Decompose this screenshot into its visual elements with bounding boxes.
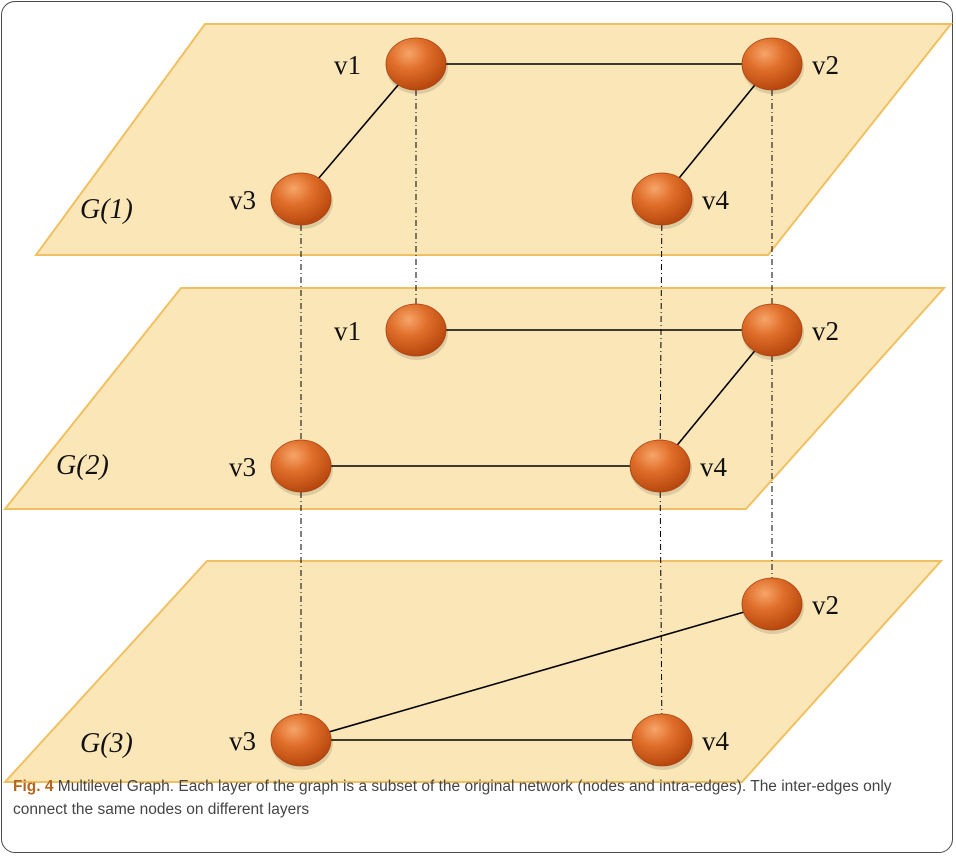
caption-figure-label: Fig. 4 (13, 778, 54, 795)
layer-1-label: G(1) (80, 194, 133, 225)
layer-2-plane (2, 287, 947, 510)
layer-3-node-v2 (741, 577, 803, 631)
layer-3-edge-v3-v2 (300, 603, 773, 741)
layer-1-plane (34, 23, 954, 256)
layer-1-node-v2 (741, 37, 803, 91)
layer-2-node-v1-label: v1 (334, 316, 361, 346)
layer-2-node-v4-label: v4 (700, 452, 728, 482)
layer-1-node-v2-label: v2 (812, 50, 839, 80)
nodes-group (270, 37, 804, 770)
layer-1-node-v3-label: v3 (229, 185, 256, 215)
layers-group (2, 23, 954, 783)
inter-edge-v4-layer-1-layer-2 (659, 198, 663, 467)
layer-2-node-v3 (270, 439, 332, 493)
figure-caption: Fig. 4 Multilevel Graph. Each layer of t… (13, 775, 943, 821)
layer-2-node-v4 (629, 439, 691, 493)
layer-2-node-v2-label: v2 (812, 316, 839, 346)
layer-2-node-v3-label: v3 (229, 452, 256, 482)
layer-2-label: G(2) (56, 450, 109, 481)
layer-3-plane (2, 560, 944, 783)
layer-1-edge-v2-v4 (661, 63, 773, 200)
layer-2-node-v1 (385, 303, 447, 357)
inter-edges-group (300, 64, 773, 741)
layer-1-node-v3 (270, 172, 332, 226)
intra-edges-group (300, 63, 773, 741)
layer-1-edge-v1-v3 (300, 63, 417, 200)
layer-1-node-v4 (631, 172, 693, 226)
layer-1-node-v4-label: v4 (702, 185, 730, 215)
layer-1-node-v1 (385, 37, 447, 91)
layer-1-node-v1-label: v1 (334, 50, 361, 80)
layer-3-node-v3 (270, 713, 332, 767)
layer-3-node-v4 (631, 713, 693, 767)
layer-3-label: G(3) (80, 728, 133, 759)
caption-text: Multilevel Graph. Each layer of the grap… (13, 778, 892, 818)
layer-2-edge-v2-v4 (659, 329, 773, 467)
layer-3-node-v4-label: v4 (702, 726, 730, 756)
layer-2-node-v2 (741, 303, 803, 357)
layer-3-node-v3-label: v3 (229, 726, 256, 756)
layer-3-node-v2-label: v2 (812, 590, 839, 620)
